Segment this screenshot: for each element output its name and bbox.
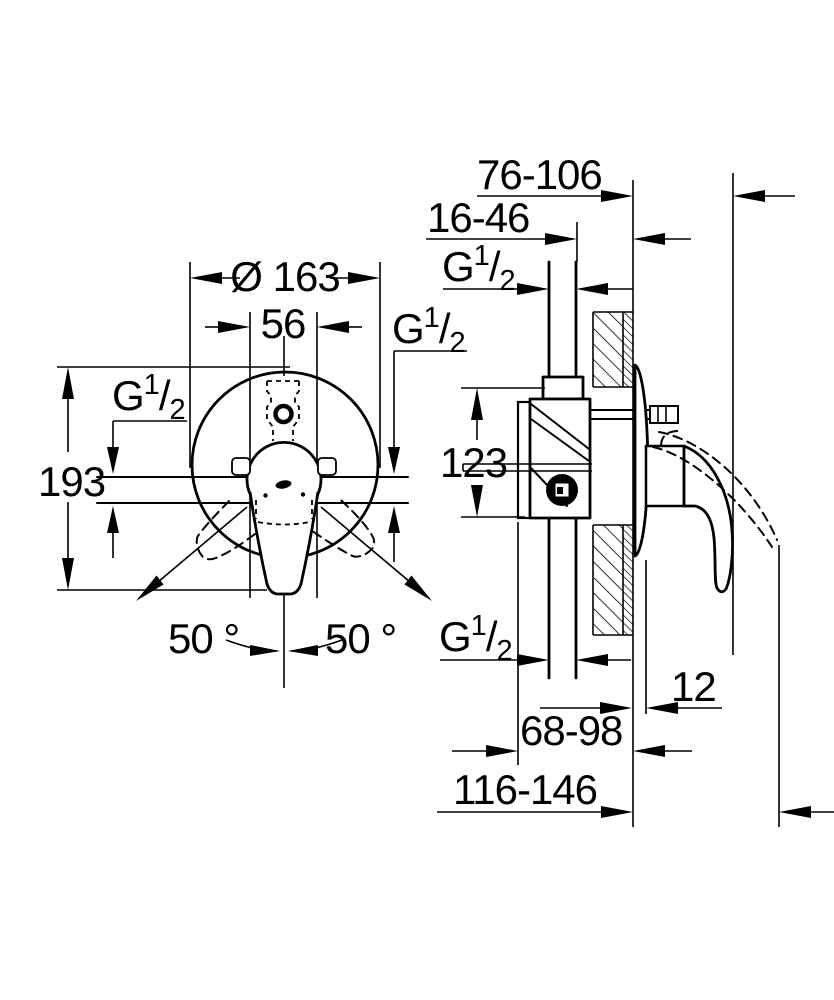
dim-angle-50-left: 50 ° xyxy=(168,615,280,662)
supply-pipe-top xyxy=(547,222,578,379)
lever-swung-left xyxy=(195,500,258,561)
thread-text: G1/2 xyxy=(112,369,185,426)
port-distance-label: 123 xyxy=(440,439,507,486)
side-view: 76-106 16-46 G1/2 xyxy=(426,151,834,827)
depth-range-label: 76-106 xyxy=(477,151,602,198)
mounting-plate-back xyxy=(516,400,532,520)
side-wing-right xyxy=(317,457,337,476)
dim-angle-50-right: 50 ° xyxy=(288,615,397,662)
dim-ports-123: 123 xyxy=(440,387,545,518)
thread-label-side-top: G1/2 xyxy=(442,240,633,297)
handle-side xyxy=(644,430,778,594)
thread-text: G1/2 xyxy=(442,240,515,297)
dim-plate-12: 12 xyxy=(540,663,722,714)
angle-label-left: 50 ° xyxy=(168,615,239,662)
height-label: 193 xyxy=(38,458,105,505)
outlet-pipe-bottom xyxy=(547,516,578,680)
dim-recess-16-46: 16-46 xyxy=(426,194,691,245)
handle-sleeve xyxy=(644,444,686,508)
side-wing-left xyxy=(231,457,251,476)
thread-label-front-right: G1/2 xyxy=(388,302,467,562)
handle-mouth-mark xyxy=(275,480,292,489)
front-extension-lines xyxy=(57,262,381,688)
dim-total-116-146: 116-146 xyxy=(437,766,834,818)
valve-body xyxy=(462,375,679,520)
lever-swung-right xyxy=(312,498,376,558)
union-nut xyxy=(541,375,585,401)
dim-height-193: 193 xyxy=(38,367,106,590)
dim-width-56: 56 xyxy=(205,300,362,347)
thread-label-front-left: G1/2 xyxy=(107,369,187,558)
body-depth-label: 68-98 xyxy=(520,707,622,754)
width-label: 56 xyxy=(261,300,306,347)
dim-diameter-163: Ø 163 xyxy=(190,253,380,300)
thread-text: G1/2 xyxy=(439,610,512,667)
total-depth-label: 116-146 xyxy=(453,766,597,813)
recess-depth-label: 16-46 xyxy=(427,194,529,241)
thread-label-side-bottom: G1/2 xyxy=(439,610,631,667)
dim-depth-76-106: 76-106 xyxy=(477,151,795,202)
diameter-label: Ø 163 xyxy=(230,253,339,300)
wall-lower-section xyxy=(592,524,633,636)
handle-lever-side xyxy=(682,444,734,594)
front-view: Ø 163 56 193 G1/2 G1/ xyxy=(38,253,467,688)
handle-lever xyxy=(248,491,320,596)
dim-body-68-98: 68-98 xyxy=(452,707,692,757)
screw-hole-ring xyxy=(273,403,294,425)
plate-projection-label: 12 xyxy=(671,663,716,710)
handle-dot-left xyxy=(263,493,268,498)
wall-upper-section xyxy=(592,311,633,388)
angle-label-right: 50 ° xyxy=(325,615,396,662)
handle-front xyxy=(245,441,323,596)
handle-dot-right xyxy=(300,492,306,497)
